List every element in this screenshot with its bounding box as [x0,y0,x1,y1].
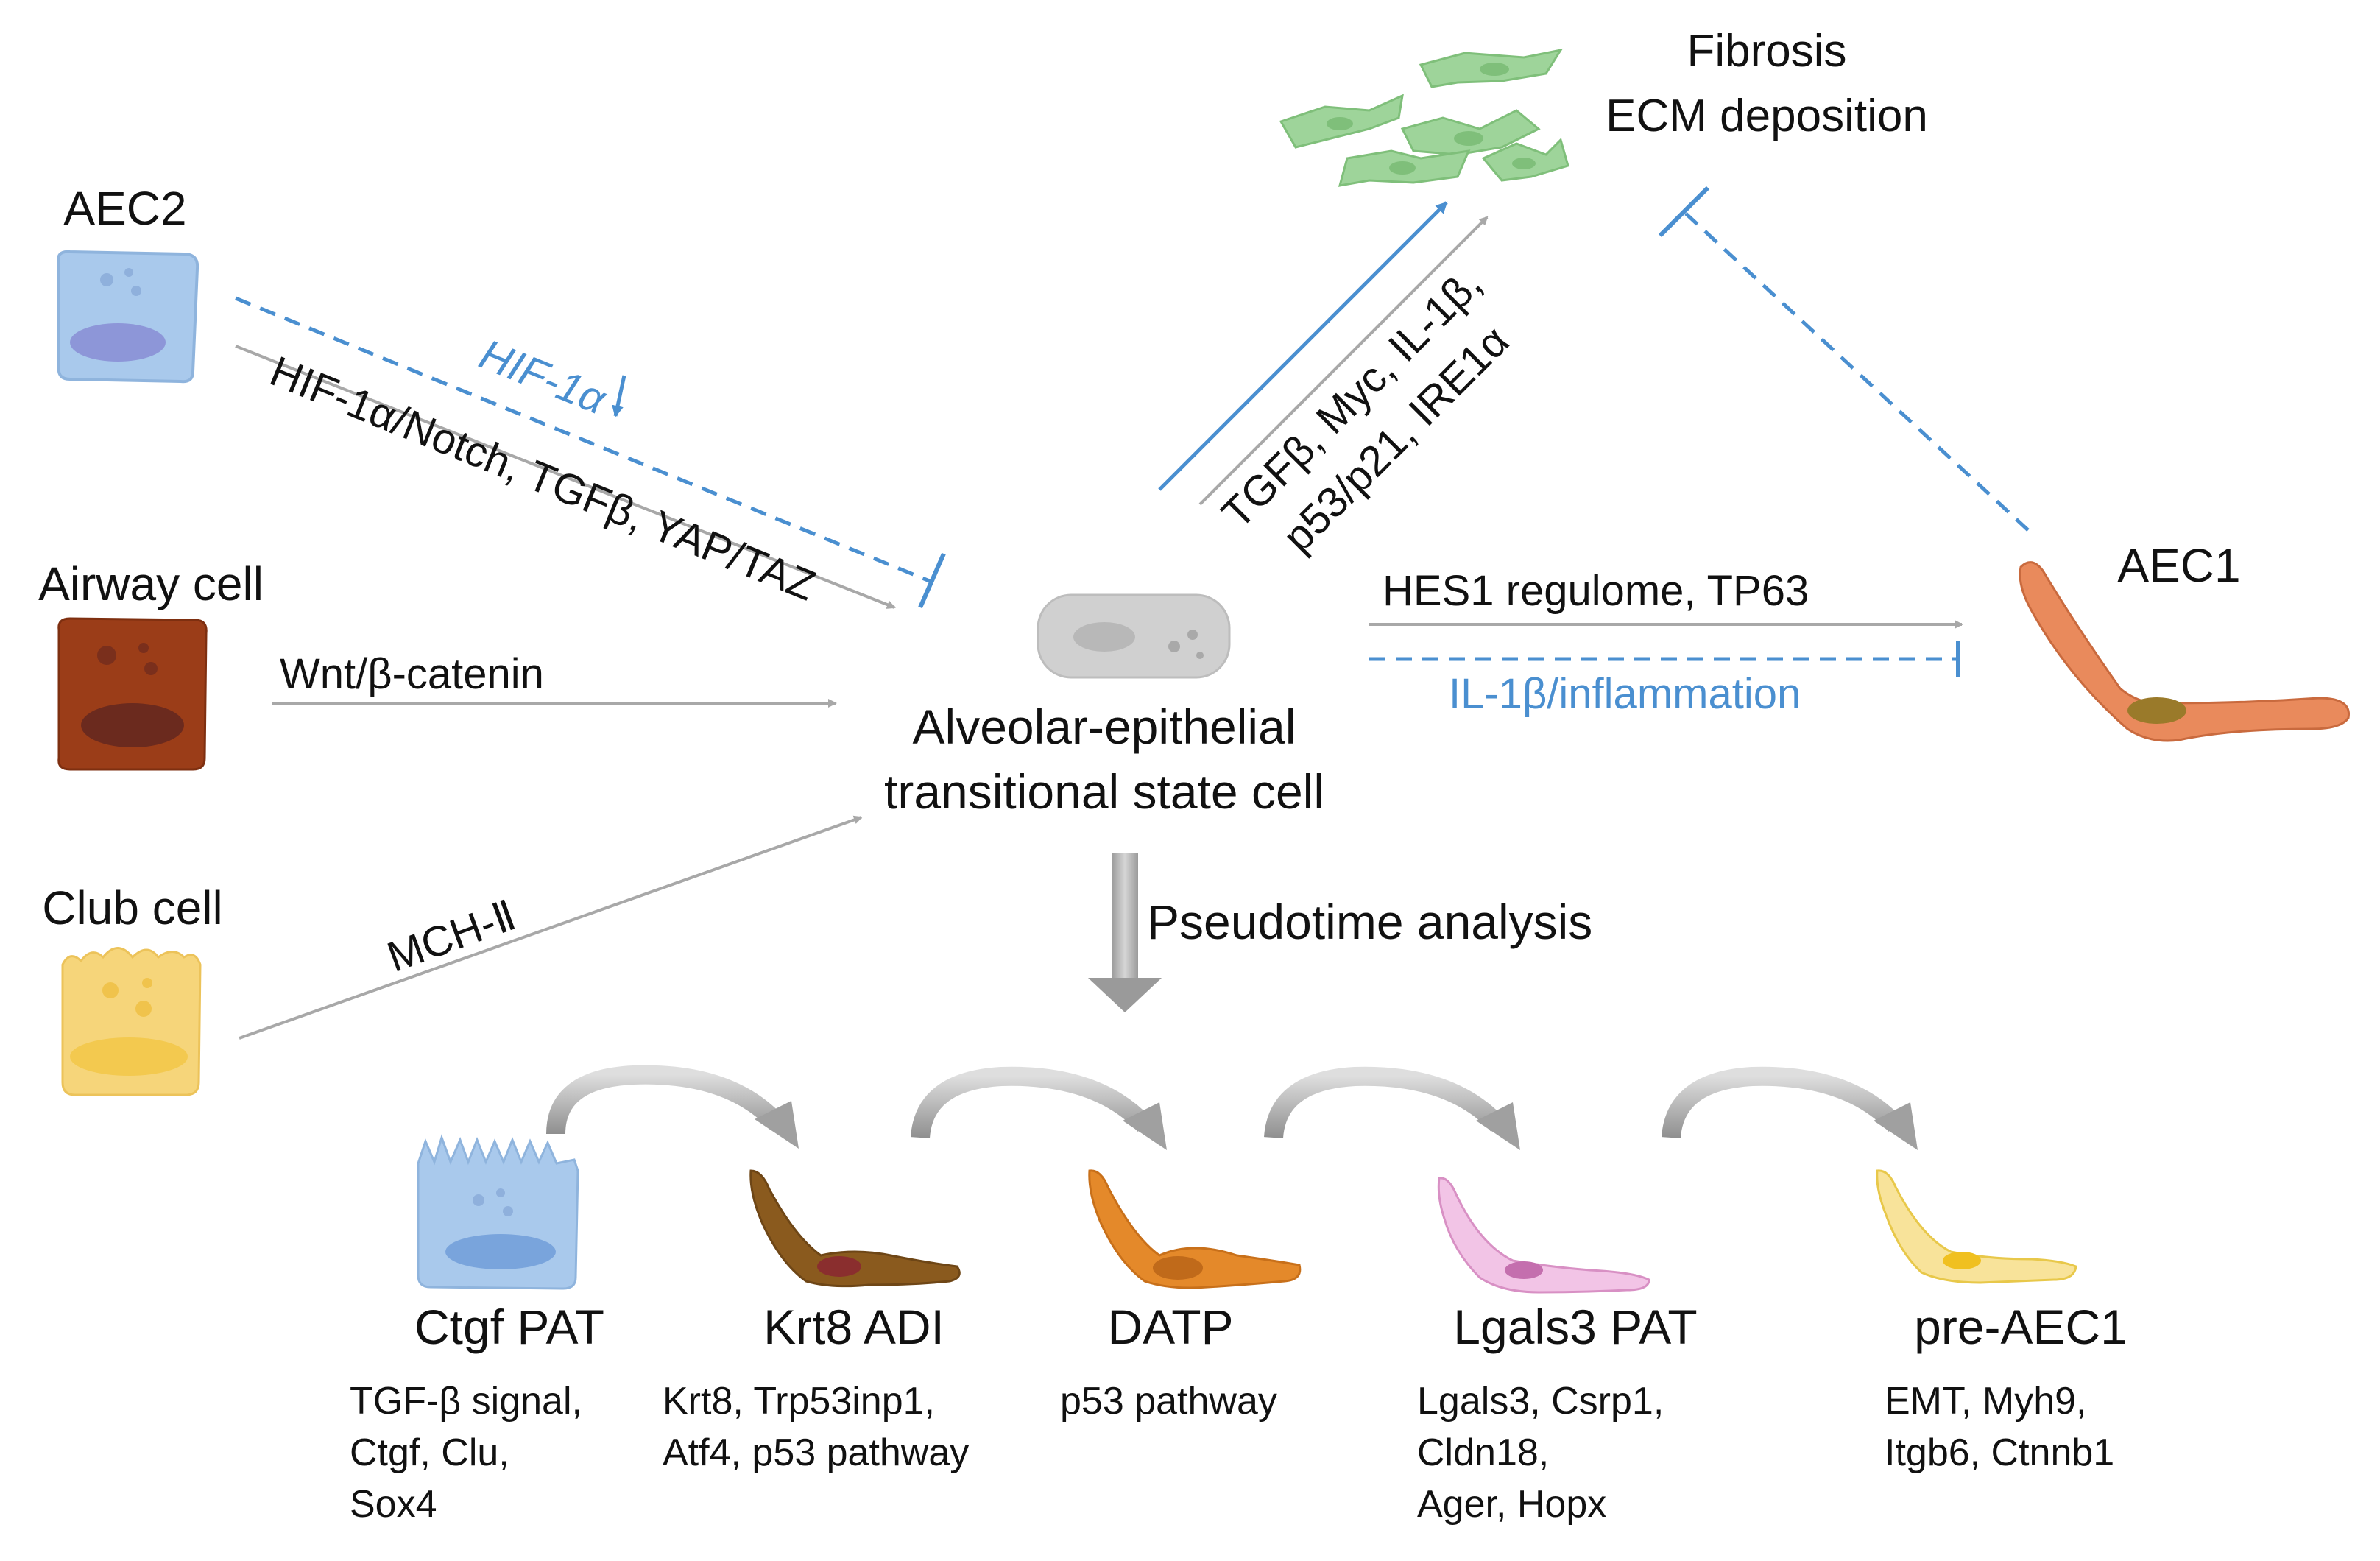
stage-name-5: pre-AEC1 [1914,1300,2127,1354]
airway-cell-label: Airway cell [38,557,264,610]
aec1-fibrosis-inhibition-line [1684,212,2030,532]
aec1-cell-icon [2019,561,2350,742]
datp-cell-icon [1088,1169,1302,1289]
stage-name-1: Ctgf PAT [414,1300,604,1354]
ecm-deposition-label: ECM deposition [1606,91,1928,141]
stage-1-marker: Sox4 [350,1483,437,1526]
stage-2-marker: Krt8, Trp53inp1, [663,1380,935,1423]
stage-1-marker: Ctgf, Clu, [350,1431,509,1474]
hif-down-label: HIF-1α [473,330,614,424]
lgals3-pat-cell-icon [1437,1177,1650,1294]
aec1-label: AEC1 [2117,539,2240,592]
transitional-cell-icon [1037,593,1231,679]
ctgf-pat-cell-icon [417,1134,579,1290]
club-cell-icon [61,947,202,1096]
pseudotime-label: Pseudotime analysis [1147,895,1592,949]
stage-5-marker: Itgb6, Ctnnb1 [1885,1431,2114,1474]
aec2-cell-icon [57,250,199,384]
pseudotime-arrow-icon [1088,853,1162,1012]
aec2-arrow [235,345,896,609]
il1b-label: IL-1β/inflammation [1449,670,1801,718]
stage-2-marker: Atf4, p53 pathway [663,1431,969,1474]
fibrosis-blue-arrow [1158,201,1448,491]
stage-labels: Ctgf PAT TGF-β signal, Ctgf, Clu, Sox4 Krt8 … [350,1300,2127,1526]
club-arrow [239,815,863,1040]
fibrosis-grey-arrow [1198,216,1489,506]
club-cell-label: Club cell [42,881,222,934]
stage-3-marker: p53 pathway [1060,1380,1277,1423]
pre-aec1-cell-icon [1876,1169,2077,1284]
wnt-label: Wnt/β-catenin [280,650,544,698]
stage-4-marker: Lgals3, Csrp1, [1417,1380,1664,1423]
stage-4-marker: Ager, Hopx [1417,1483,1606,1526]
center-label-line1: Alveolar-epithelial [913,700,1296,754]
stage-1-marker: TGF-β signal, [350,1380,582,1423]
aec2-label: AEC2 [63,182,186,235]
stage-arrow-2-icon [911,1066,1167,1150]
hif-down-arrow [612,375,626,417]
hes1-label: HES1 regulome, TP63 [1383,567,1809,615]
stage-5-marker: EMT, Myh9, [1885,1380,2087,1423]
stage-name-2: Krt8 ADI [763,1300,944,1354]
mch-label: MCH-Ⅱ [381,891,522,982]
stage-name-3: DATP [1107,1300,1233,1354]
center-label-line2: transitional state cell [884,764,1324,819]
fibrosis-label: Fibrosis [1687,26,1846,77]
stage-arrow-4-icon [1662,1066,1918,1150]
hif-inhibition-line [235,296,932,584]
fibroblast-cluster-icon [1279,48,1569,187]
airway-cell-icon [57,617,208,771]
stage-arrow-1-icon [546,1065,799,1149]
krt8-adi-cell-icon [749,1169,961,1288]
stage-4-marker: Cldn18, [1417,1431,1549,1474]
aec1-fibrosis-inhibition-bar [1658,186,1710,238]
stage-arrow-3-icon [1264,1066,1520,1150]
hif-inhibition-bar [918,552,946,609]
stage-name-4: Lgals3 PAT [1453,1300,1697,1354]
